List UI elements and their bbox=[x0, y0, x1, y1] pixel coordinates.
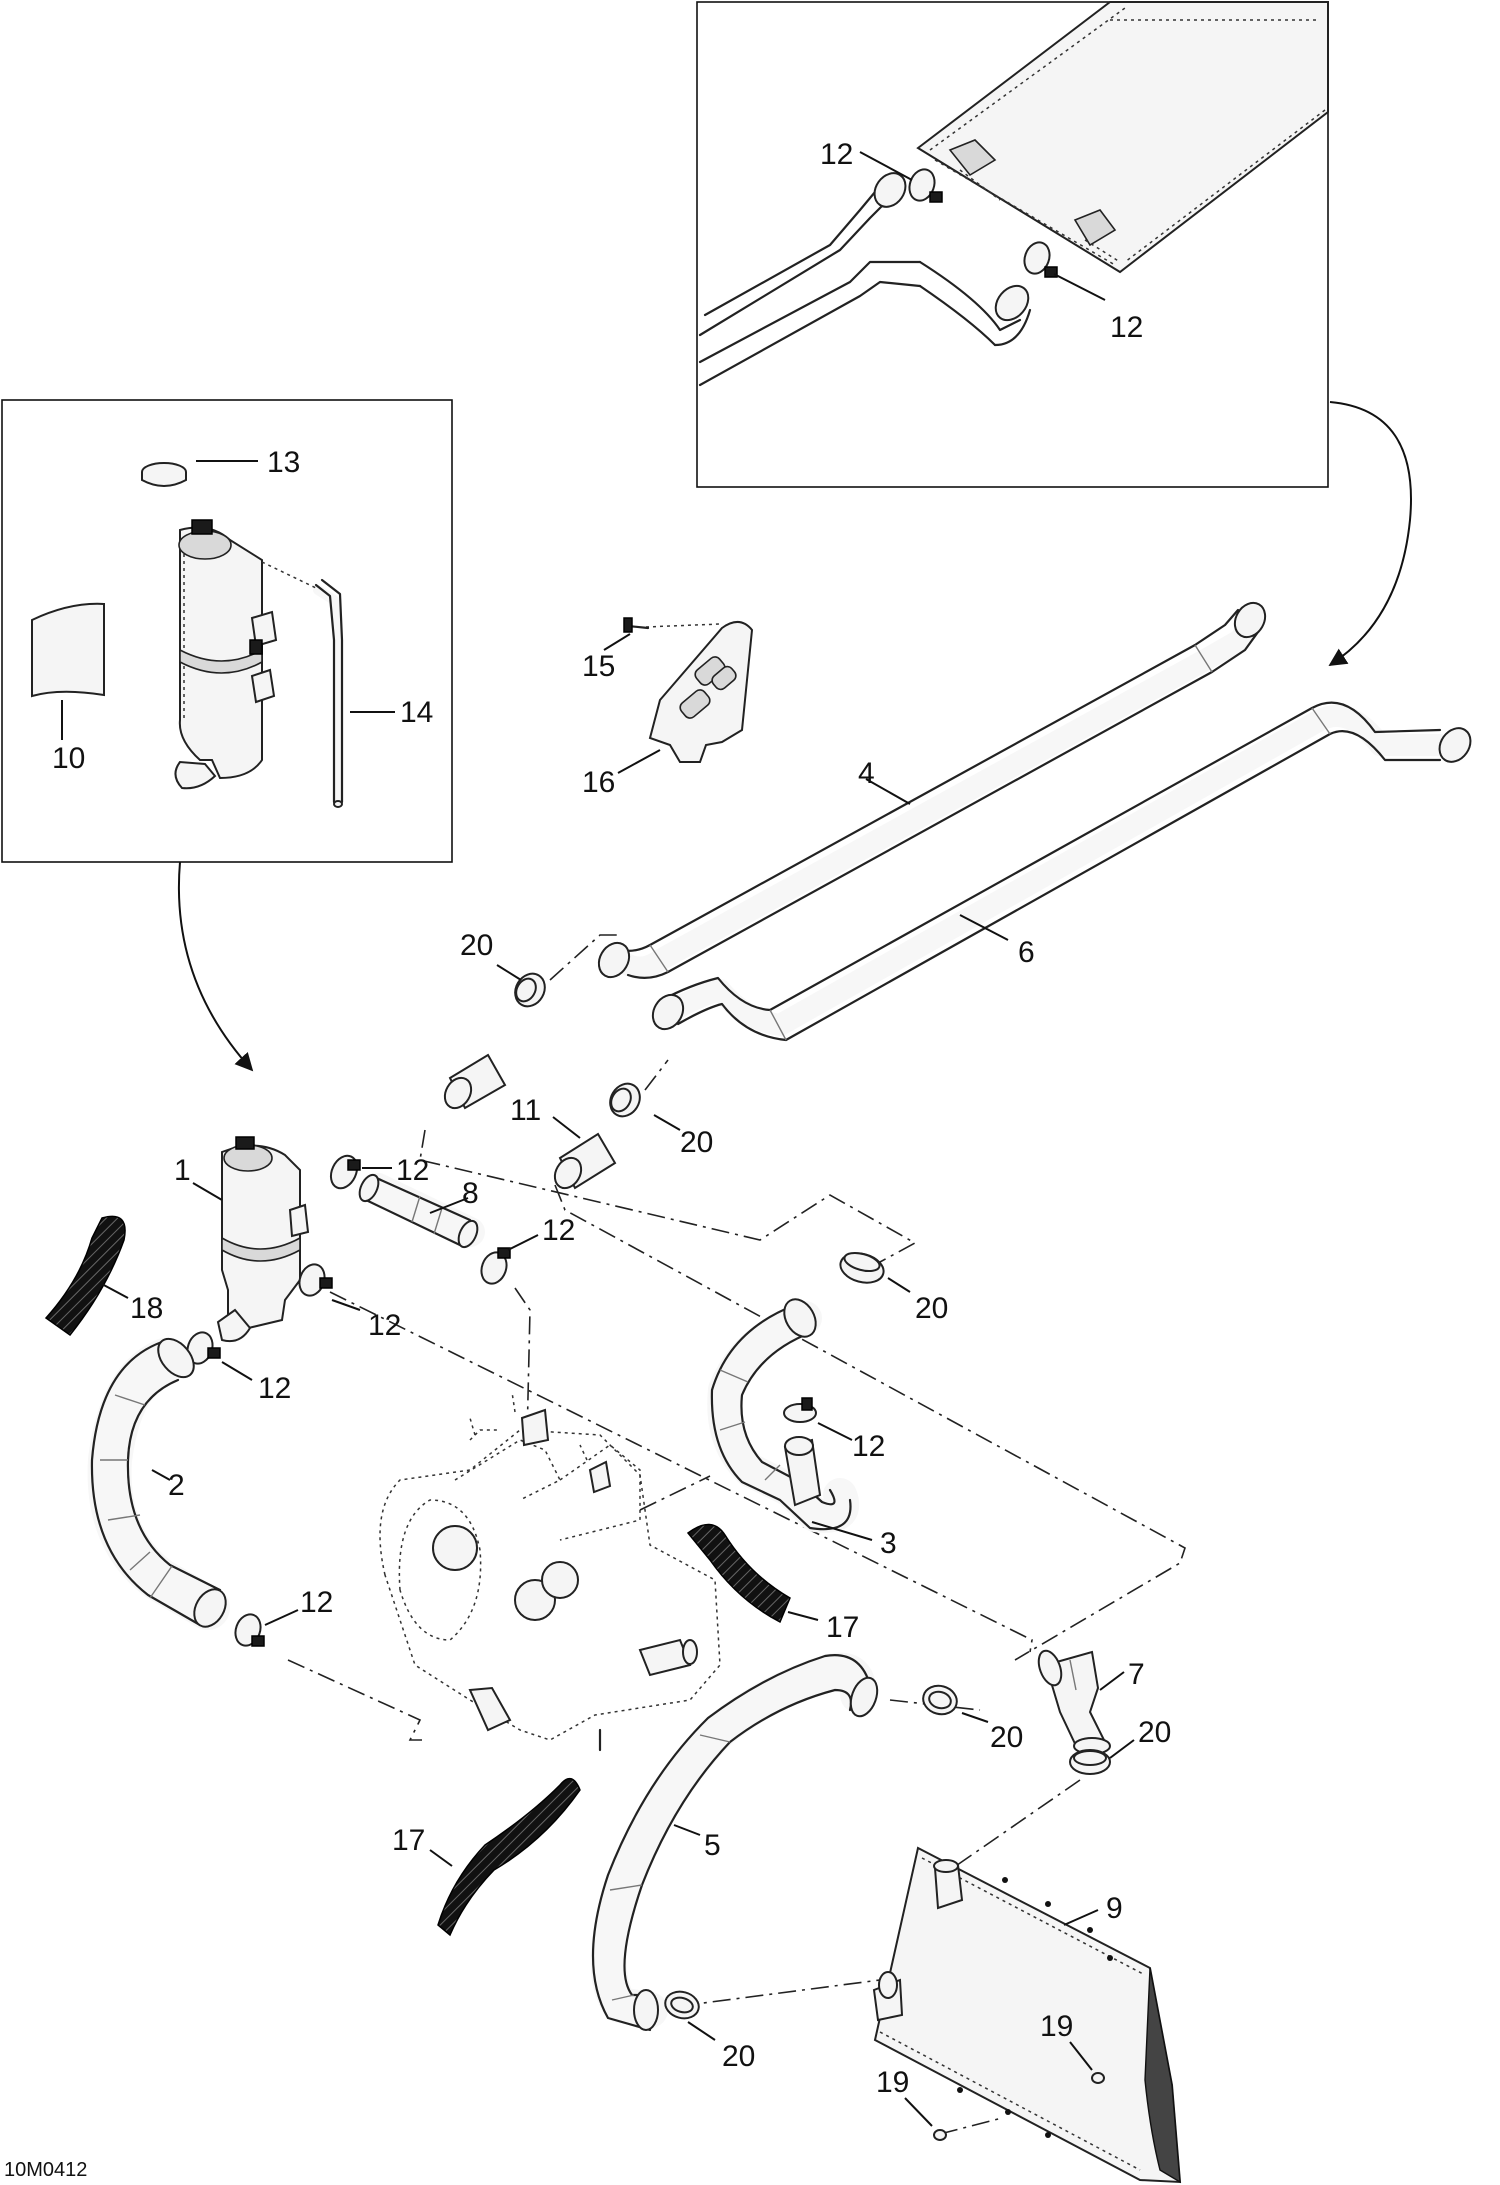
callout-6: 6 bbox=[1018, 936, 1035, 969]
screw-19-upper bbox=[1091, 2072, 1105, 2084]
callout-3: 3 bbox=[880, 1527, 897, 1560]
callout-12-tank-top: 12 bbox=[396, 1154, 429, 1187]
radiator-inlet-upper bbox=[948, 139, 997, 177]
callout-9: 9 bbox=[1106, 1892, 1123, 1925]
ring-20-hose5-bottom bbox=[664, 1990, 700, 2020]
clamp-12-hose8 bbox=[480, 1247, 511, 1285]
radiator-inlet-lower bbox=[1073, 209, 1117, 247]
ring-20-middle bbox=[609, 1082, 641, 1118]
vent-hose-14 bbox=[313, 578, 344, 808]
hose-3-elbow bbox=[783, 1436, 822, 1507]
inset-clamp-lower bbox=[1023, 241, 1058, 278]
coolant-tank-inset: 10 13 14 bbox=[1, 399, 453, 863]
elbow-7 bbox=[1037, 1649, 1111, 1755]
callout-20-middle: 20 bbox=[680, 1126, 713, 1159]
connector-11-upper bbox=[443, 1053, 507, 1110]
hose-17-lower bbox=[437, 1777, 581, 1937]
callout-20-upper: 20 bbox=[460, 929, 493, 962]
callout-14: 14 bbox=[400, 696, 433, 729]
bracket-16 bbox=[648, 621, 754, 763]
callout-8: 8 bbox=[462, 1177, 479, 1210]
callout-7: 7 bbox=[1128, 1658, 1145, 1691]
inset-frame-radiator bbox=[696, 1, 1329, 488]
callout-12-inset-upper: 12 bbox=[820, 138, 853, 171]
callout-13: 13 bbox=[267, 446, 300, 479]
callout-12-hose8: 12 bbox=[542, 1214, 575, 1247]
ring-20-hose3 bbox=[839, 1251, 885, 1284]
clamp-12-tank-bottom bbox=[186, 1331, 221, 1365]
callout-12-inset-lower: 12 bbox=[1110, 311, 1143, 344]
callout-17-lower: 17 bbox=[392, 1824, 425, 1857]
callout-12-tank-side: 12 bbox=[368, 1309, 401, 1342]
inset-frame-tank bbox=[1, 399, 453, 863]
clamp-12-hose2 bbox=[234, 1613, 265, 1647]
coolant-tank-body bbox=[174, 519, 278, 790]
callout-12-hose3: 12 bbox=[852, 1430, 885, 1463]
callout-17-upper: 17 bbox=[826, 1611, 859, 1644]
tube-6 bbox=[651, 701, 1472, 1042]
callout-12-hose2: 12 bbox=[300, 1586, 333, 1619]
hose-3 bbox=[707, 1298, 860, 1533]
hose-8 bbox=[358, 1173, 485, 1249]
callout-18: 18 bbox=[130, 1292, 163, 1325]
screw-19-lower bbox=[933, 2129, 947, 2141]
callout-20-hose5-top: 20 bbox=[990, 1721, 1023, 1754]
figure-code: 10M0412 bbox=[4, 2159, 87, 2181]
coolant-tank-1 bbox=[216, 1136, 310, 1343]
clamp-12-hose3 bbox=[783, 1397, 817, 1423]
callout-11: 11 bbox=[510, 1094, 541, 1127]
callout-12-tank-bottom: 12 bbox=[258, 1372, 291, 1405]
callout-19-lower: 19 bbox=[876, 2066, 909, 2099]
tank-cap-13 bbox=[141, 462, 187, 487]
callout-10: 10 bbox=[52, 742, 85, 775]
callout-20-hose3: 20 bbox=[915, 1292, 948, 1325]
radiator-9 bbox=[872, 1846, 1182, 2184]
callout-20-hose5-bottom: 20 bbox=[722, 2040, 755, 2073]
arrow-inset-to-tank bbox=[177, 861, 254, 1072]
callout-2: 2 bbox=[168, 1469, 185, 1502]
hose-5 bbox=[590, 1652, 879, 2032]
callout-5: 5 bbox=[704, 1829, 721, 1862]
callout-20-elbow: 20 bbox=[1138, 1716, 1171, 1749]
engine bbox=[379, 1391, 721, 1752]
tube-4 bbox=[597, 601, 1267, 979]
ring-20-hose5-top bbox=[922, 1684, 958, 1716]
callout-4: 4 bbox=[858, 757, 875, 790]
clamp-12-tank-side bbox=[298, 1263, 333, 1297]
decal-10 bbox=[31, 602, 105, 698]
clamp-12-tank-top bbox=[329, 1154, 361, 1190]
connector-11-lower bbox=[553, 1132, 617, 1190]
callout-19-upper: 19 bbox=[1040, 2010, 1073, 2043]
callout-15: 15 bbox=[582, 650, 615, 683]
callout-16: 16 bbox=[582, 766, 615, 799]
callout-1: 1 bbox=[174, 1154, 191, 1187]
ring-20-upper bbox=[514, 972, 546, 1008]
radiator-panel bbox=[916, 1, 1329, 274]
hose-17-upper bbox=[686, 1523, 791, 1624]
radiator-connection-inset: 12 12 bbox=[696, 1, 1329, 488]
ring-20-elbow bbox=[1069, 1749, 1111, 1775]
arrow-inset-to-tubes bbox=[1328, 401, 1412, 666]
hose-2 bbox=[87, 1337, 230, 1630]
screw-15 bbox=[623, 617, 650, 633]
hose-18 bbox=[44, 1215, 126, 1337]
inset-clamp-upper bbox=[908, 168, 943, 203]
inset-tubes bbox=[698, 172, 1032, 387]
